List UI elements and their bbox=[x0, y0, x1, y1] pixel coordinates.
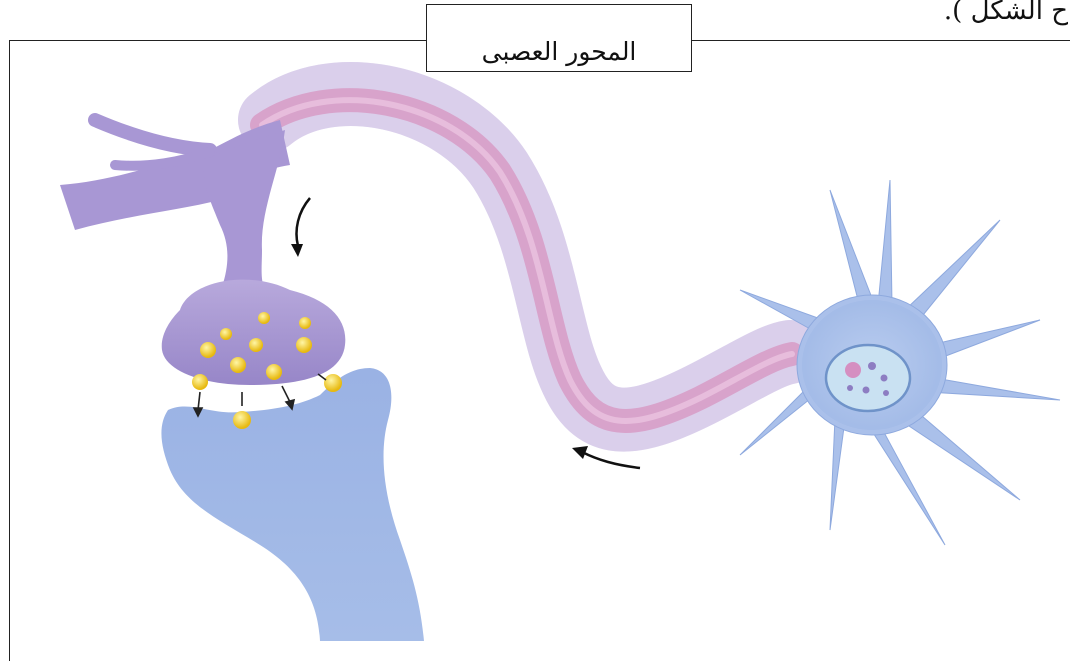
axon-terminal bbox=[162, 280, 346, 385]
curved-arrow-top-head bbox=[291, 244, 303, 257]
curved-arrow-top bbox=[297, 198, 311, 246]
nucleus bbox=[826, 345, 910, 411]
nucleolus bbox=[845, 362, 861, 378]
conduction-arrow bbox=[582, 452, 640, 468]
axon-label-box: المحور العصبى bbox=[426, 4, 692, 72]
synapse-neuron-illustration bbox=[0, 0, 1070, 641]
axon-label: المحور العصبى bbox=[427, 37, 691, 66]
